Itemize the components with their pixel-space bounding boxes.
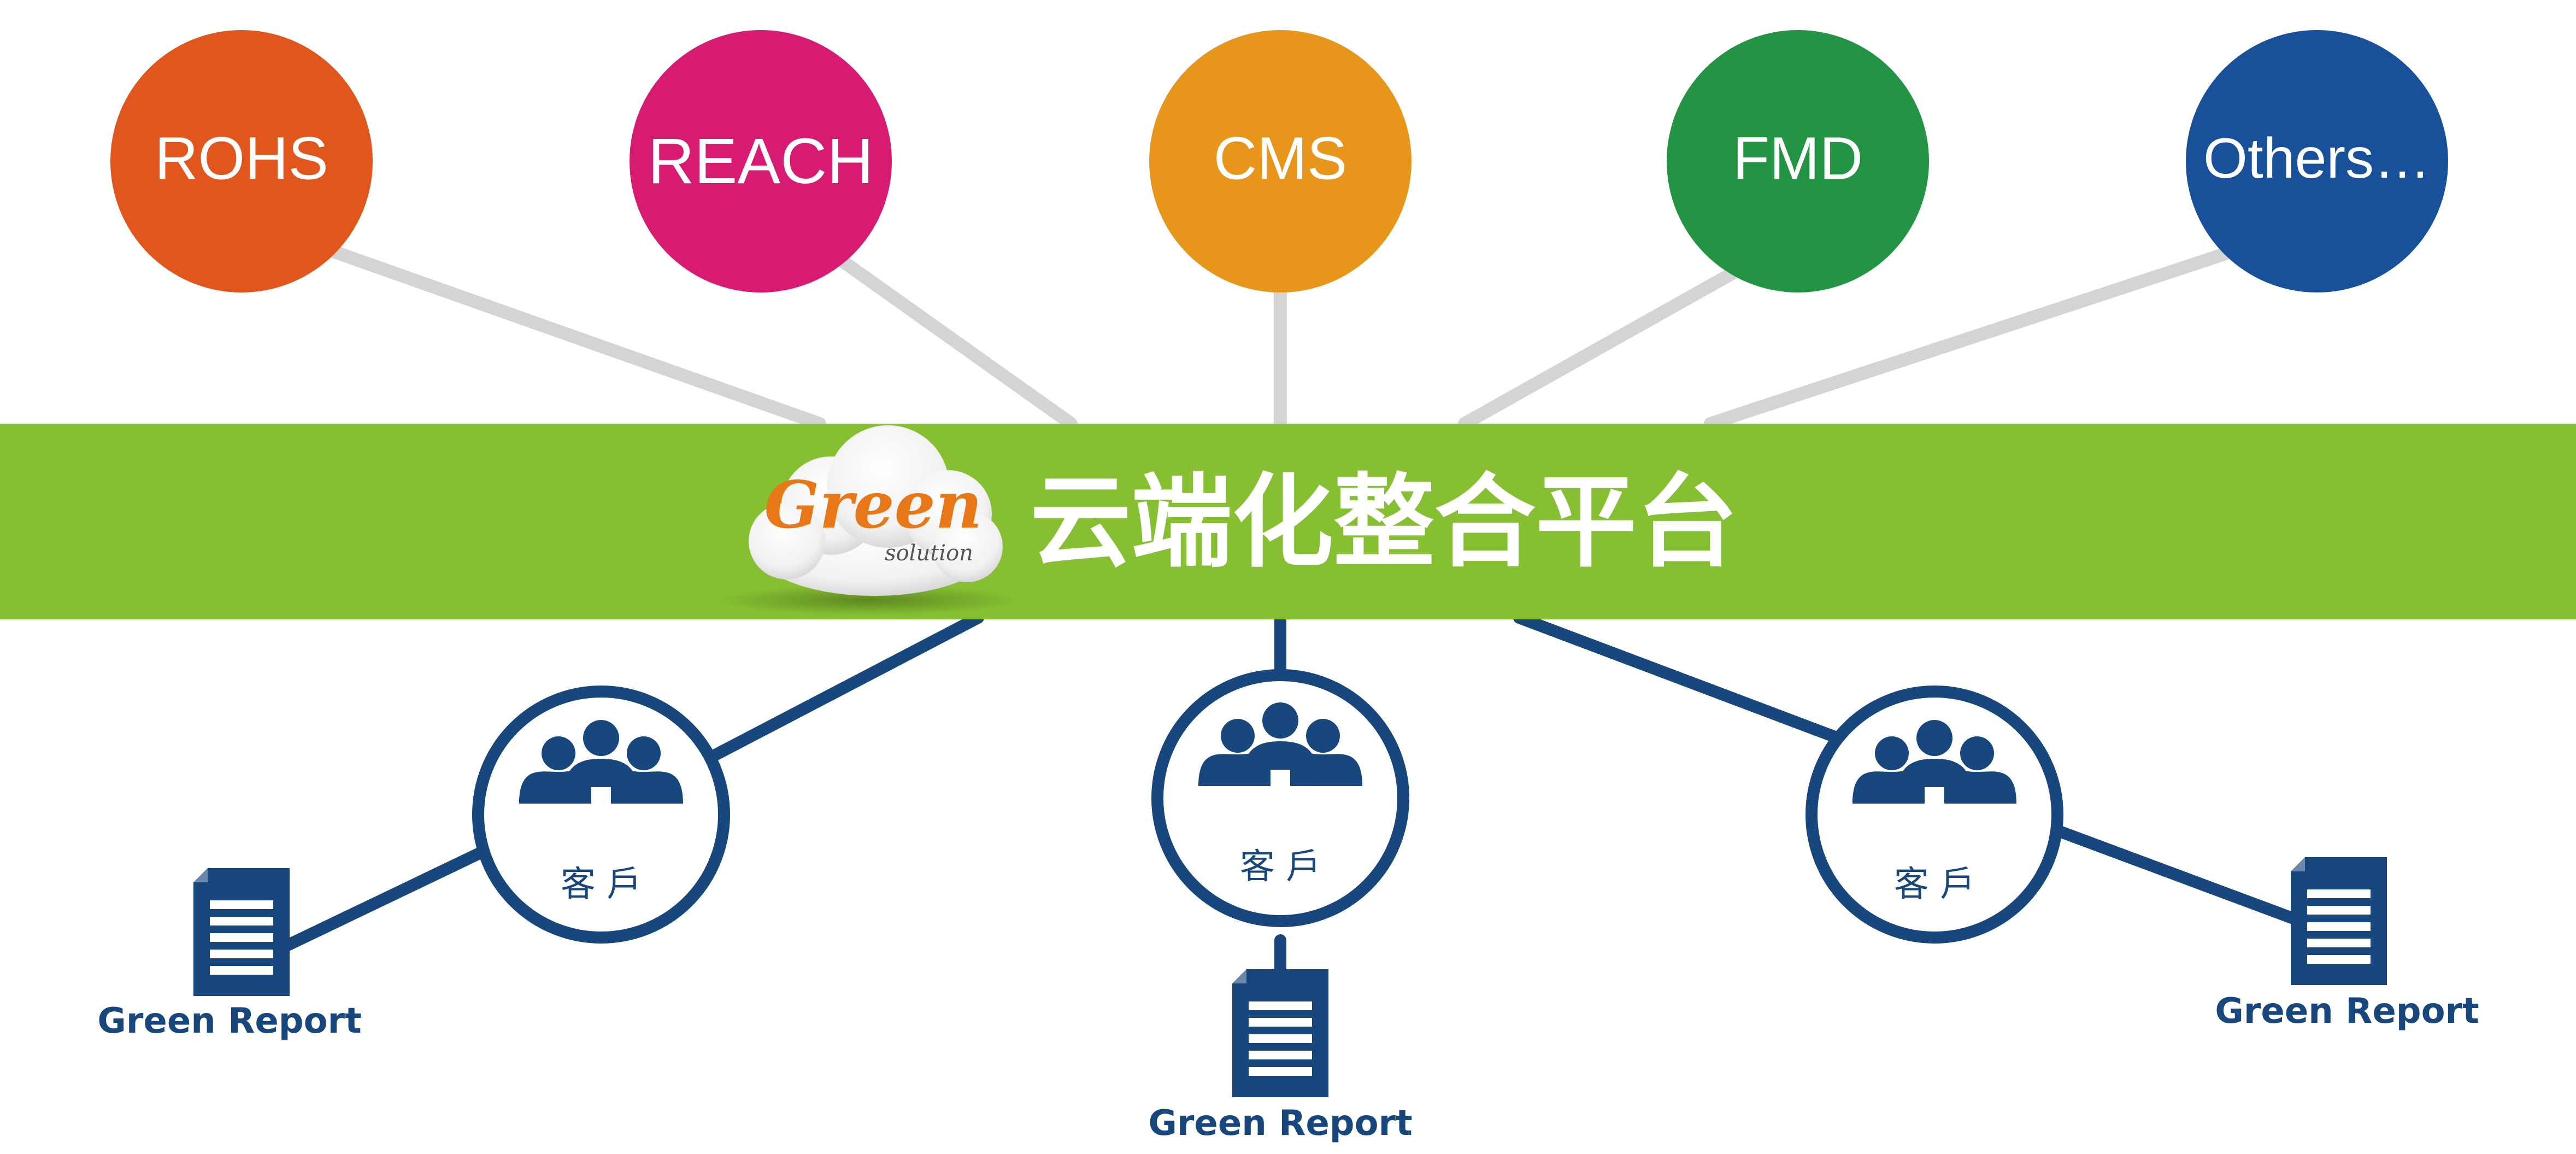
report-label: Green Report <box>2215 991 2479 1032</box>
cloud-icon <box>749 425 1003 596</box>
logo-subtitle: solution <box>885 541 973 566</box>
standard-label: FMD <box>1733 125 1863 192</box>
report-node: Green Report <box>97 868 362 1041</box>
standard-connectors <box>327 245 2231 430</box>
document-icon <box>193 868 290 996</box>
standard-fmd: FMD <box>1667 30 1929 292</box>
standard-rohs: ROHS <box>110 30 373 292</box>
client-label: 客 戶 <box>1240 847 1321 887</box>
standard-others: Others… <box>2186 30 2448 292</box>
green-solution-logo: Green solution <box>716 425 1022 616</box>
client-label: 客 戶 <box>561 864 642 905</box>
client-label: 客 戶 <box>1894 864 1975 905</box>
client-node: 客 戶 <box>472 686 730 944</box>
standard-reach: REACH <box>630 30 892 292</box>
connector-report-right <box>2038 819 2328 935</box>
standard-cms: CMS <box>1149 30 1411 292</box>
connector-rohs <box>327 245 826 430</box>
standard-label: CMS <box>1214 125 1347 192</box>
document-icon <box>2291 857 2387 985</box>
report-label: Green Report <box>1148 1103 1412 1144</box>
client-node: 客 戶 <box>1805 686 2063 944</box>
standard-label: REACH <box>648 125 873 197</box>
platform-band: 云端化整合平台 <box>0 424 2576 619</box>
document-icon <box>1232 969 1328 1097</box>
report-node: Green Report <box>2215 857 2479 1032</box>
report-node: Green Report <box>1148 969 1413 1144</box>
platform-title: 云端化整合平台 <box>1030 463 1738 581</box>
connector-reach <box>838 256 1078 430</box>
logo-wordmark: Green <box>764 467 983 543</box>
standard-label: ROHS <box>155 125 328 192</box>
report-label: Green Report <box>97 1001 361 1041</box>
connector-fmd <box>1458 267 1739 430</box>
connector-others <box>1704 248 2231 430</box>
client-node: 客 戶 <box>1151 669 1409 927</box>
standard-label: Others… <box>2203 127 2431 190</box>
connector-client-right <box>1513 612 1859 749</box>
